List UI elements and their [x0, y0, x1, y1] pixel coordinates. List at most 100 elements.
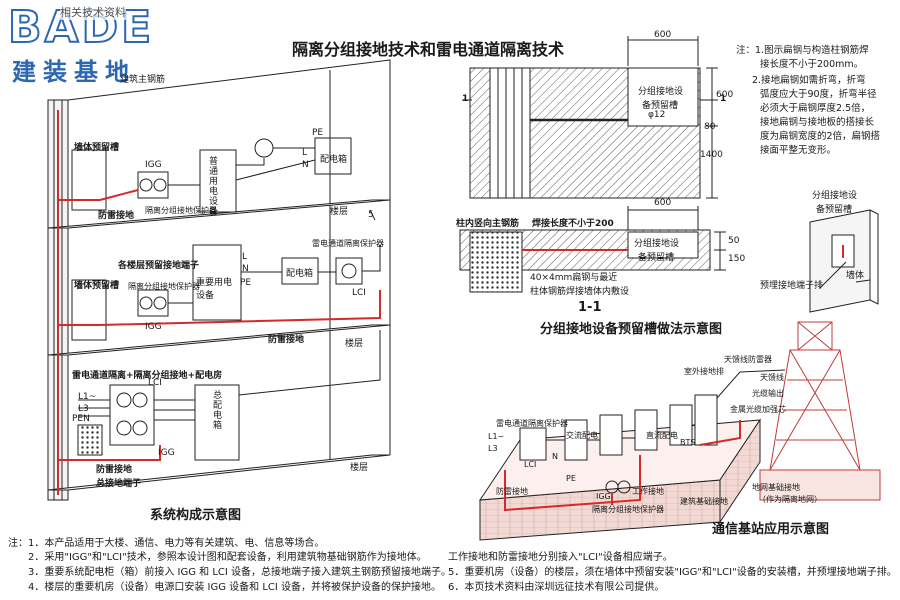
label-strip2: 柱体钢筋焊接墙体内敷设 [530, 287, 630, 297]
bottom-note-5: 5．重要机房（设备）的楼层，须在墙体中预留安装"IGG"和"LCI"设备的安装槽… [448, 567, 897, 578]
label-strip: 40×4mm扁钢与最近 [530, 273, 618, 283]
label-main-cabinet: 总配电箱 [211, 390, 221, 430]
label-dist-box-2: 配电箱 [286, 269, 314, 279]
label-weld-length: 焊接长度不小于200 [532, 219, 614, 229]
label-lci-1: LCI [352, 288, 366, 298]
dim-right: 600 [716, 90, 734, 100]
groove-box-line1: 分组接地设 [638, 87, 684, 97]
label-base-ground: 建筑基础接地 [680, 497, 728, 506]
logo-tag: 相关技术资料 [60, 4, 126, 20]
bottom-note-2: 2．采用"IGG"和"LCI"技术，参照本设计图和配套设备，利用建筑物基础钢筋作… [28, 552, 427, 563]
caption-station: 通信基站应用示意图 [712, 522, 830, 537]
label-equip: 普通用电设备 [207, 156, 217, 216]
groove-box-line3: φ12 [648, 110, 666, 120]
label-bts: BTS [680, 438, 696, 447]
bottom-note-6: 6．本页技术资料由深圳远征技术有限公司提供。 [448, 582, 665, 593]
label-floor-3: 楼层 [350, 463, 369, 473]
label-igg-1: IGG [145, 160, 162, 170]
label-igg-3: IGG [158, 448, 175, 458]
note-line-2: 接长度不小于200mm。 [760, 59, 864, 70]
label-l-1: L [302, 148, 308, 158]
label-station-protector: 隔离分组接地保护器 [592, 505, 664, 514]
caption-groove: 分组接地设备预留槽做法示意图 [540, 322, 723, 337]
label-l-2: L [242, 252, 248, 262]
dim-80: 80 [704, 122, 716, 132]
wall-box-line2: 备预留槽 [816, 205, 853, 215]
label-lci-2: LCI [148, 378, 162, 388]
label-antenna-spd: 天馈线防雷器 [724, 355, 772, 364]
page-title: 隔离分组接地技术和雷电通道隔离技术 [292, 40, 565, 59]
label-n-1: N [302, 160, 309, 170]
label-dist-box-1: 配电箱 [320, 155, 348, 165]
station-diagram [479, 321, 881, 541]
label-ac: 交流配电 [566, 431, 598, 440]
groove-box2-line2: 备预留槽 [638, 253, 675, 263]
section-mark-left: 1 [462, 94, 469, 104]
note-line-6: 接地扁钢与接地板的搭接长 [760, 117, 875, 128]
bottom-note-4: 4．楼层的重要机房（设备）电源口安装 IGG 设备和 LCI 设备，并将被保护设… [28, 582, 442, 593]
wall-detail [809, 209, 879, 313]
note-line-3: 2.接地扁钢如需折弯，折弯 [752, 75, 866, 86]
section-id: 1-1 [578, 300, 602, 315]
label-station-spd: 雷电通道隔离保护器 [496, 419, 568, 428]
label-fiber: 光缆输出 [752, 389, 784, 398]
label-station-n: N [552, 452, 558, 461]
label-wall-groove-2: 墙体预留槽 [74, 281, 120, 291]
bottom-note-1: 注：1．本产品适用于大楼、通信、电力等有关建筑、电、信息等场合。 [8, 538, 325, 549]
wall-box-line1: 分组接地设 [812, 191, 858, 201]
label-feeder: 天馈线 [760, 373, 784, 382]
label-station-l3: L3 [488, 444, 498, 453]
groove-box-line2: 备预留槽 [642, 101, 679, 111]
label-lightning-ground-2: 防雷接地 [268, 335, 305, 345]
groove-diagram [459, 36, 726, 293]
label-reserved-terminal: 各楼层预留接地端子 [118, 261, 200, 271]
label-l1: L1~ [78, 392, 97, 402]
system-diagram [47, 59, 391, 501]
label-station-lci: LCI [524, 460, 537, 469]
label-metal: 金属光缆加强芯 [730, 405, 786, 414]
dim-50: 50 [728, 236, 740, 246]
dim-section-600: 600 [654, 198, 672, 208]
groove-box2-line1: 分组接地设 [634, 239, 680, 249]
note-line-4: 弧度应大于90度，折弯半径 [760, 89, 877, 100]
label-five: 5 [368, 210, 374, 220]
label-important-equip: 重要用电设备 [196, 278, 233, 301]
dim-1400: 1400 [700, 150, 723, 160]
label-n-2: N [242, 264, 249, 274]
label-igg-2: IGG [145, 322, 162, 332]
label-station-pe: PE [566, 474, 576, 483]
note-line-7: 度为扁钢宽度的2倍，扁钢搭 [760, 131, 881, 142]
label-floor-1: 楼层 [330, 207, 349, 217]
label-pe-2: PE [240, 278, 252, 288]
note-line-8: 接面平整无变形。 [760, 145, 837, 156]
label-grid: 地网基础接地 [752, 483, 800, 492]
caption-system: 系统构成示意图 [150, 508, 242, 523]
label-column-rebar: 柱内竖向主钢筋 [456, 219, 520, 229]
dim-top: 600 [654, 30, 672, 40]
label-combo: 雷电通道隔离+隔离分组接地+配电房 [72, 371, 223, 381]
label-floor-2: 楼层 [345, 339, 364, 349]
bottom-note-4b: 工作接地和防雷接地分别接入"LCI"设备相应端子。 [448, 552, 673, 563]
label-wall: 墙体 [846, 271, 865, 281]
label-dc: 直流配电 [646, 431, 678, 440]
label-terminal-bar: 预埋接地端子排 [760, 281, 824, 291]
label-spd-1: 雷电通道隔离保护器 [312, 239, 384, 248]
label-l3: L3 [78, 404, 89, 414]
bottom-note-3: 3．重要系统配电柜（箱）前接入 IGG 和 LCI 设备，总接地端子接入建筑主钢… [28, 567, 452, 578]
label-lightning-ground-3: 防雷接地 [96, 465, 133, 475]
section-mark-right: 1 [720, 94, 727, 104]
label-station-igg: IGG [596, 492, 611, 501]
label-rebar: 建筑主钢筋 [120, 75, 166, 85]
label-station-l1: L1~ [488, 432, 505, 441]
note-line-1: 注：1.图示扁钢与构造柱钢筋焊 [736, 45, 869, 56]
label-tower: （作为隔离地网） [758, 495, 822, 504]
label-station-lightning: 防雷接地 [496, 487, 528, 496]
label-pen: PEN [72, 414, 90, 424]
label-protector-1: 隔离分组接地保护器 [145, 206, 217, 215]
label-main-terminal: 总接地端子 [96, 479, 142, 489]
dim-150: 150 [728, 254, 746, 264]
note-line-5: 必须大于扁钢厚度2.5倍， [760, 103, 871, 114]
label-pe-1: PE [312, 128, 324, 138]
label-work-ground: 工作接地 [632, 487, 664, 496]
